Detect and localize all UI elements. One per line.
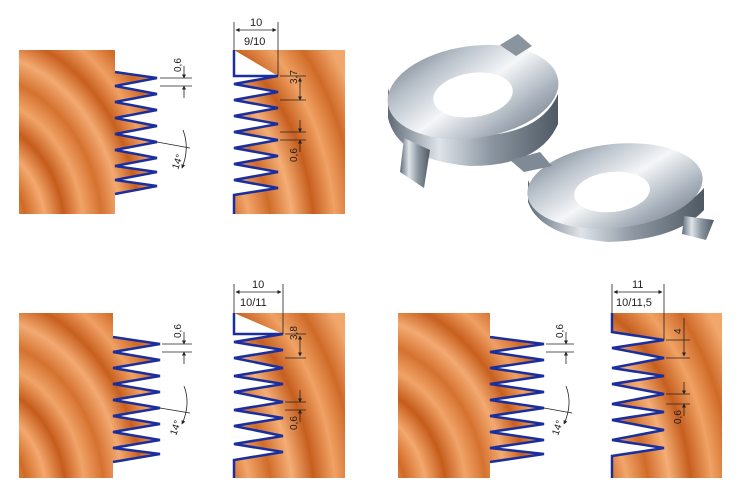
angle-ray-a [156,141,191,149]
male-width-label-b: 10 [252,279,264,291]
cutter-blades-image [387,34,714,242]
female-cut-line-b [112,335,161,464]
male-bore-label-a: 9/10 [244,36,265,48]
male-gap-label-a: 0,6 [289,148,300,162]
male-gap-label-b: 0,6 [289,416,300,430]
male-pitch-label-a: 3,7 [289,70,300,84]
female-depth-label-a: 0,6 [173,58,184,72]
female-profile-c: 0,6 14° [398,313,574,478]
angle-arc-c [563,385,570,425]
male-profile-c: 11 10/11,5 4 0,6 [610,279,722,478]
male-cut-line-a [232,50,279,214]
female-profile-b: 0,6 14° [19,313,192,478]
male-gap-label-c: 0,6 [673,410,684,424]
male-bore-label-b: 10/11 [240,297,267,309]
male-profile-a: 10 9/10 3,7 0,6 [232,17,345,214]
angle-ray-c [543,407,573,414]
male-cut-line-b [232,313,284,478]
angle-ray-b [159,407,191,414]
female-wood-block-a [19,50,157,214]
female-angle-label-a: 14° [170,153,186,171]
female-depth-label-b: 0,6 [173,324,184,338]
angle-arc-b [181,385,188,425]
female-wood-block-c [398,313,544,478]
male-bore-label-c: 10/11,5 [616,297,652,309]
male-width-label-c: 11 [632,279,643,291]
angle-arc-a [181,129,187,169]
female-depth-label-c: 0,6 [555,324,566,338]
female-angle-label-b: 14° [168,419,184,437]
male-wood-block-c [612,313,722,478]
male-profile-b: 10 10/11 3,8 0,6 [232,279,345,478]
female-cut-line-a [114,70,158,196]
cutter-blade-1 [387,34,559,188]
female-cut-line-c [489,335,545,464]
cutter-blade-2 [510,143,714,242]
male-pitch-label-c: 4 [673,328,684,334]
male-pitch-label-b: 3,8 [289,326,300,340]
female-profile-a: 0,6 14° [19,50,192,214]
male-width-label-a: 10 [250,17,262,29]
male-cut-line-c [610,313,665,478]
female-angle-label-c: 14° [550,419,566,437]
